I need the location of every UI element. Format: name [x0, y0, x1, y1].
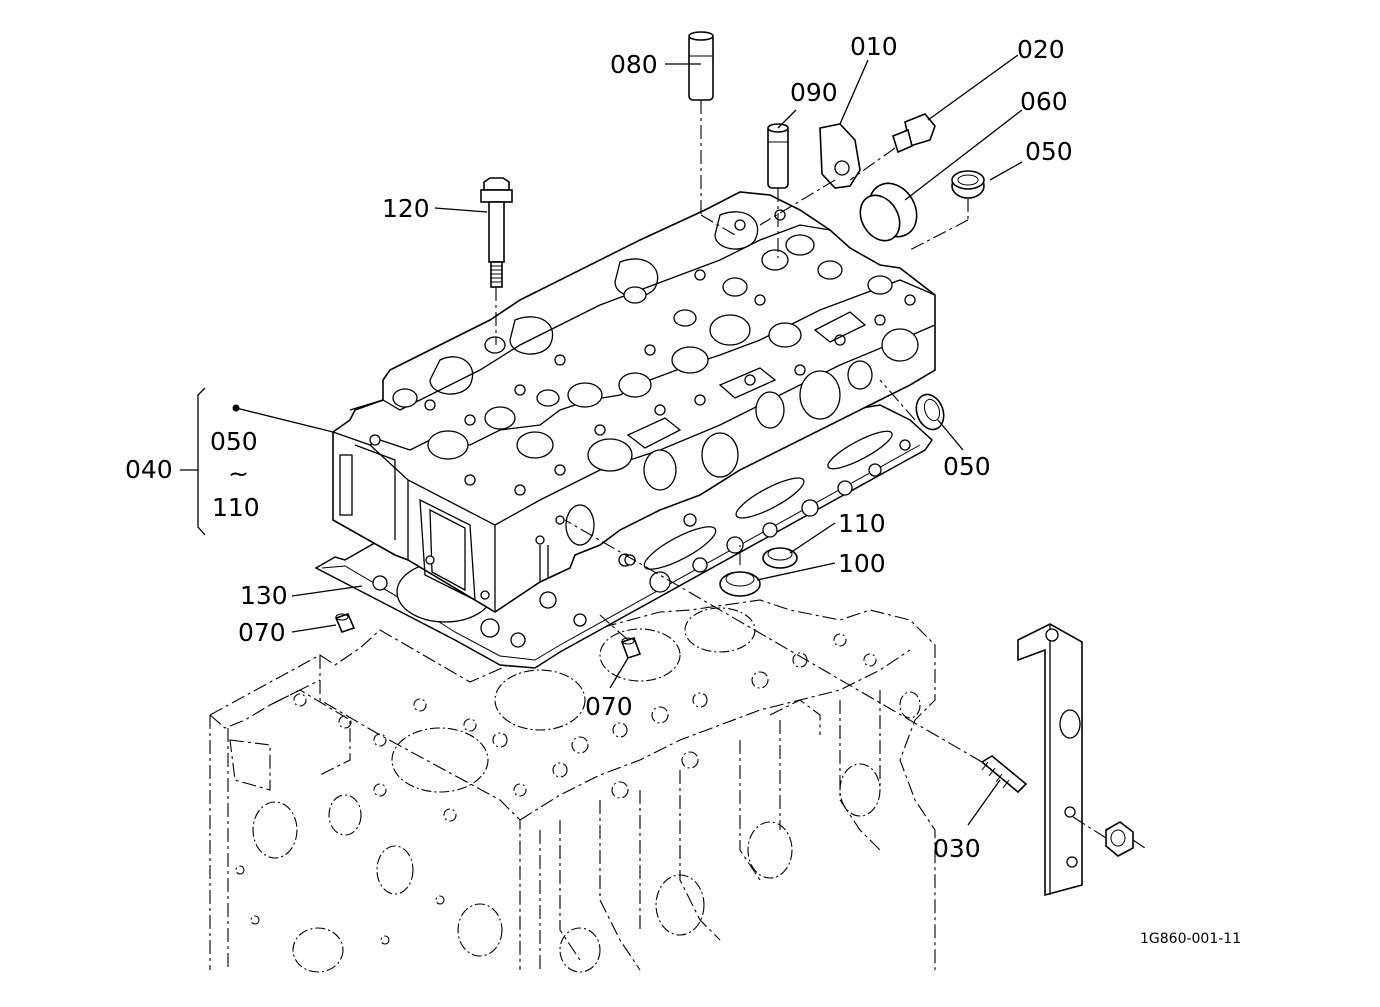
callouts: 080 010 020 090 060 050 120 050 ~ 110 04… — [125, 32, 1241, 947]
seal-050-top — [909, 170, 985, 251]
hanger-010 — [759, 123, 861, 226]
callout-120: 120 — [382, 194, 430, 223]
callout-070-left: 070 — [238, 618, 286, 647]
callout-050-top: 050 — [1025, 137, 1073, 166]
cylinder-block — [209, 599, 936, 973]
head-bolt — [480, 177, 513, 345]
callout-020: 020 — [1017, 35, 1065, 64]
sleeve-090 — [767, 123, 789, 258]
bracket — [1017, 623, 1083, 897]
nut — [1069, 814, 1146, 857]
seal-110 — [762, 547, 798, 569]
callout-130: 130 — [240, 581, 288, 610]
cylinder-head — [332, 191, 936, 613]
plug-020 — [849, 113, 936, 181]
leader-lines — [180, 54, 1023, 826]
callout-010: 010 — [850, 32, 898, 61]
callout-060: 060 — [1020, 87, 1068, 116]
sleeve-080 — [688, 31, 736, 236]
cap-060 — [859, 182, 918, 242]
callout-040: 040 — [125, 455, 173, 484]
dowel-070-right — [599, 614, 642, 660]
callout-070-right: 070 — [585, 692, 633, 721]
callout-range-tilde: ~ — [228, 459, 249, 488]
dowel-070-left — [334, 613, 356, 633]
callout-030: 030 — [933, 834, 981, 863]
seal-050-side — [879, 379, 945, 431]
callout-050-range-start: 050 — [210, 427, 258, 456]
callout-110-range-end: 110 — [212, 493, 260, 522]
stud-030 — [564, 519, 1028, 794]
callout-090: 090 — [790, 78, 838, 107]
callout-110: 110 — [838, 509, 886, 538]
callout-080: 080 — [610, 50, 658, 79]
seal-100 — [719, 545, 761, 597]
callout-050-side: 050 — [943, 452, 991, 481]
callout-100: 100 — [838, 549, 886, 578]
drawing-number: 1G860-001-11 — [1140, 931, 1241, 947]
